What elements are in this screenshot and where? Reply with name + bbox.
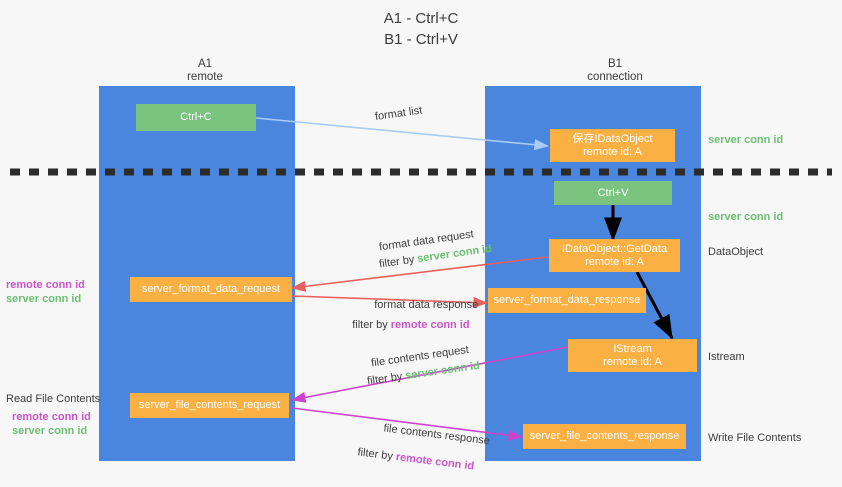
page-title: A1 - Ctrl+C B1 - Ctrl+V	[383, 10, 459, 48]
edge-label-format-list: format list	[374, 104, 424, 124]
right-annotation-write-file-contents: Write File Contents	[708, 432, 802, 444]
filter-value-remote-conn-id: remote conn id	[395, 451, 475, 473]
edge-label-format-data-response: format data response	[362, 284, 478, 326]
node-ctrl-c[interactable]: Ctrl+C	[136, 104, 256, 131]
filter-prefix: filter by	[356, 446, 397, 463]
left-annotation-remote-conn-id-upper: remote conn id	[6, 279, 85, 291]
left-annotation-server-conn-id-lower: server conn id	[12, 425, 88, 437]
filter-value-server-conn-id: server conn id	[404, 359, 481, 383]
format-data-response-text: format data response	[374, 299, 479, 311]
left-annotation-server-conn-id-upper: server conn id	[6, 293, 82, 305]
node-save-idataobject[interactable]: 保存IDataObject remote id: A	[550, 129, 675, 162]
right-annotation-dataobject: DataObject	[708, 246, 764, 258]
node-ctrl-c-label: Ctrl+C	[180, 111, 212, 123]
node-istream-line2: remote id: A	[603, 355, 662, 368]
node-server-format-data-request-label: server_format_data_request	[141, 283, 281, 295]
node-istream-line1: IStream	[613, 342, 652, 355]
filter-prefix: filter by	[378, 253, 419, 271]
column-header-a1: A1 remote	[187, 58, 223, 83]
node-ctrl-v[interactable]: Ctrl+V	[554, 181, 672, 205]
node-server-format-data-request[interactable]: server_format_data_request	[130, 277, 292, 302]
node-server-format-data-response[interactable]: server_format_data_response	[488, 288, 646, 313]
filter-prefix: filter by	[366, 370, 407, 388]
left-annotation-remote-conn-id-lower: remote conn id	[12, 411, 91, 423]
filter-prefix: filter by	[352, 319, 391, 331]
node-server-file-contents-response[interactable]: server_file_contents_response	[523, 424, 686, 449]
column-header-b1: B1 connection	[587, 58, 643, 83]
node-ctrl-v-label: Ctrl+V	[597, 186, 629, 199]
node-server-file-contents-request-label: server_file_contents_request	[138, 399, 281, 411]
left-annotation-read-file-contents: Read File Contents	[6, 393, 101, 405]
edge-label-format-data-response-filter: filter by remote conn id	[340, 304, 470, 346]
node-server-format-data-response-label: server_format_data_response	[493, 294, 641, 306]
node-server-file-contents-response-label: server_file_contents_response	[529, 430, 680, 442]
right-annotation-server-conn-id-mid: server conn id	[708, 211, 784, 223]
node-istream[interactable]: IStream remote id: A	[568, 339, 697, 372]
node-getdata[interactable]: IDataObject::GetData remote id: A	[549, 239, 680, 272]
filter-value-remote-conn-id: remote conn id	[390, 319, 470, 331]
node-save-idataobject-line1: 保存IDataObject	[572, 132, 653, 145]
node-getdata-line2: remote id: A	[585, 255, 644, 268]
node-save-idataobject-line2: remote id: A	[583, 145, 642, 158]
right-annotation-istream: Istream	[708, 351, 745, 363]
node-getdata-line1: IDataObject::GetData	[561, 242, 668, 255]
right-annotation-server-conn-id-top: server conn id	[708, 134, 784, 146]
node-server-file-contents-request[interactable]: server_file_contents_request	[130, 393, 289, 418]
filter-value-server-conn-id: server conn id	[416, 242, 493, 266]
